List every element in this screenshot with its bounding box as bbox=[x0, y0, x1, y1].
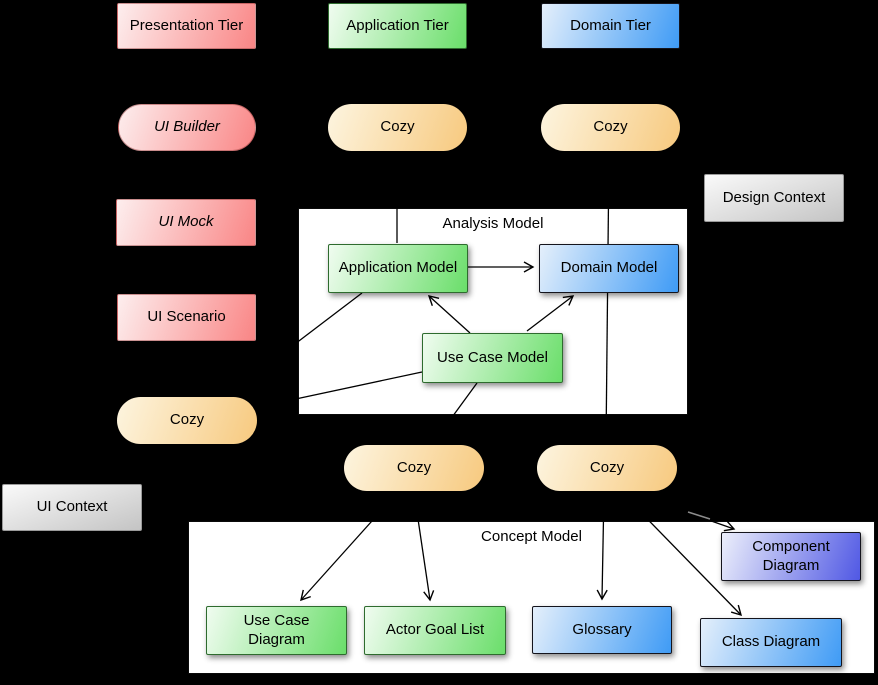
node-design-context: Design Context bbox=[704, 174, 844, 222]
node-ui-builder: UI Builder bbox=[118, 104, 256, 151]
concept-model-title: Concept Model bbox=[481, 528, 582, 545]
node-use-case-model: Use Case Model bbox=[422, 333, 563, 383]
node-application-tier: Application Tier bbox=[328, 3, 467, 49]
node-domain-model: Domain Model bbox=[539, 244, 679, 293]
node-presentation-tier: Presentation Tier bbox=[117, 3, 256, 49]
node-use-case-diagram: Use Case Diagram bbox=[206, 606, 347, 655]
node-ui-mock: UI Mock bbox=[116, 199, 256, 246]
node-cozy-domain: Cozy bbox=[541, 104, 680, 151]
analysis-model-container: Analysis Model bbox=[298, 208, 688, 415]
node-cozy-left: Cozy bbox=[117, 397, 257, 444]
node-component-diagram: Component Diagram bbox=[721, 532, 861, 581]
node-domain-tier: Domain Tier bbox=[541, 3, 680, 49]
node-cozy-bottom-right: Cozy bbox=[537, 445, 677, 491]
analysis-model-title: Analysis Model bbox=[442, 215, 544, 232]
node-cozy-bottom-left: Cozy bbox=[344, 445, 484, 491]
node-glossary: Glossary bbox=[532, 606, 672, 654]
node-ui-context: UI Context bbox=[2, 484, 142, 531]
node-application-model: Application Model bbox=[328, 244, 468, 293]
node-ui-scenario: UI Scenario bbox=[117, 294, 256, 341]
node-class-diagram: Class Diagram bbox=[700, 618, 842, 667]
edge-component-diagram-glow bbox=[687, 511, 711, 520]
node-cozy-application: Cozy bbox=[328, 104, 467, 151]
node-actor-goal-list: Actor Goal List bbox=[364, 606, 506, 655]
